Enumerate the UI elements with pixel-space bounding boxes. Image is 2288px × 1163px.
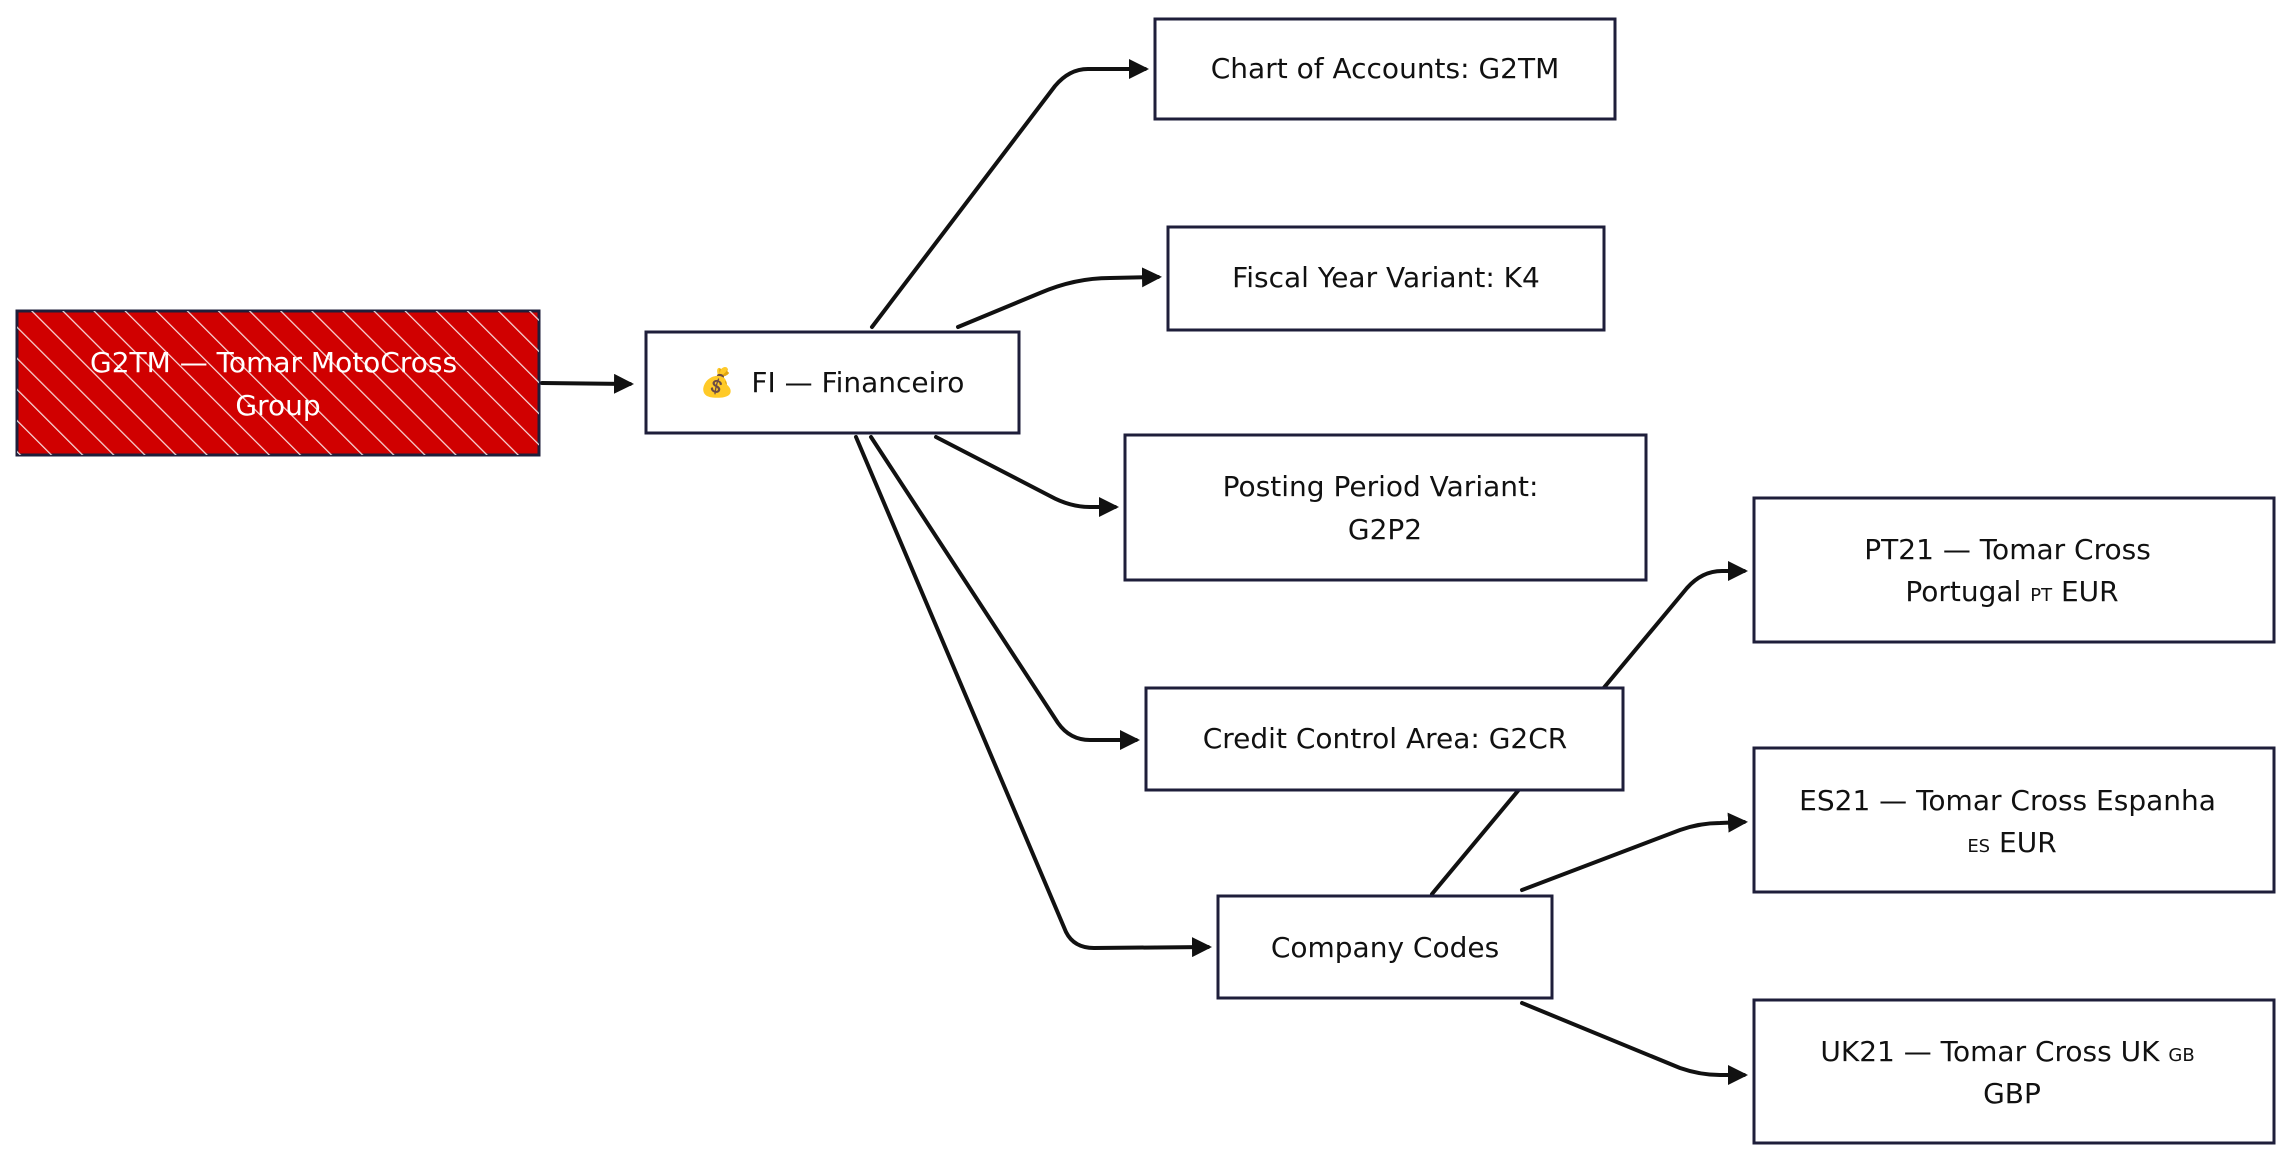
- es21-node-line2: ES EUR: [1967, 826, 2056, 859]
- edge-fi-cca: [869, 435, 1140, 750]
- root-node-line2: Group: [235, 389, 320, 422]
- coa-node-label: Chart of Accounts: G2TM: [1211, 52, 1559, 85]
- uk21-node-line1-pre: UK21 — Tomar Cross UK: [1820, 1035, 2168, 1068]
- edge-root-fi: [540, 373, 634, 394]
- edge-fi-fyv: [956, 267, 1162, 329]
- pt21-node-line2-post: EUR: [2052, 575, 2119, 608]
- fi-node-box: [644, 330, 1021, 435]
- uk21-node[interactable]: UK21 — Tomar Cross UK GB GBP: [1752, 998, 2276, 1145]
- pt21-node-line2: Portugal PT EUR: [1905, 575, 2118, 608]
- ppv-node-line1: Posting Period Variant:: [1223, 470, 1539, 503]
- fyv-node-box: [1166, 225, 1606, 332]
- edge-fi-cc: [854, 435, 1212, 958]
- uk21-node-line2: GBP: [1983, 1077, 2041, 1110]
- root-node[interactable]: G2TM — Tomar MotoCross Group: [15, 309, 541, 457]
- money-bag-icon: 💰: [700, 366, 735, 399]
- es21-node-line2-post: EUR: [1990, 826, 2057, 859]
- root-node-label: G2TM — Tomar MotoCross Group: [90, 346, 466, 422]
- es21-node-box: [1752, 746, 2276, 894]
- ppv-node[interactable]: Posting Period Variant: G2P2: [1123, 433, 1648, 582]
- coa-node-box: [1153, 17, 1617, 121]
- pt21-node-label: PT21 — Tomar Cross Portugal PT EUR: [1864, 533, 2159, 608]
- ppv-node-label: Posting Period Variant: G2P2: [1223, 470, 1548, 546]
- edge-fi-coa: [870, 59, 1149, 329]
- edge-cc-uk21: [1520, 1001, 1748, 1085]
- fyv-node-label: Fiscal Year Variant: K4: [1232, 261, 1540, 294]
- fi-node-label: 💰 FI — Financeiro: [700, 366, 965, 399]
- uk21-node-box: [1752, 998, 2276, 1145]
- ppv-node-line2: G2P2: [1348, 513, 1422, 546]
- fyv-node[interactable]: Fiscal Year Variant: K4: [1166, 225, 1606, 332]
- edge-cc-pt21: [1430, 561, 1748, 896]
- fi-node[interactable]: 💰 FI — Financeiro: [644, 330, 1021, 435]
- cc-node-box: [1216, 894, 1554, 1000]
- pt-flag-icon: PT: [2030, 585, 2053, 606]
- edge-cc-es21: [1520, 812, 1748, 892]
- gb-flag-icon: GB: [2168, 1045, 2194, 1066]
- cca-node-label: Credit Control Area: G2CR: [1203, 722, 1568, 755]
- coa-node[interactable]: Chart of Accounts: G2TM: [1153, 17, 1617, 121]
- uk21-node-label: UK21 — Tomar Cross UK GB GBP: [1820, 1035, 2203, 1110]
- ppv-node-box: [1123, 433, 1648, 582]
- es21-node-label: ES21 — Tomar Cross Espanha ES EUR: [1799, 784, 2225, 859]
- es21-node-line1: ES21 — Tomar Cross Espanha: [1799, 784, 2216, 817]
- pt21-node[interactable]: PT21 — Tomar Cross Portugal PT EUR: [1752, 496, 2276, 644]
- pt21-node-line1: PT21 — Tomar Cross: [1864, 533, 2151, 566]
- fi-node-text: FI — Financeiro: [751, 366, 964, 399]
- es21-node[interactable]: ES21 — Tomar Cross Espanha ES EUR: [1752, 746, 2276, 894]
- edge-fi-ppv: [934, 435, 1119, 517]
- pt21-node-line2-pre: Portugal: [1905, 575, 2030, 608]
- cc-node[interactable]: Company Codes: [1216, 894, 1554, 1000]
- cca-node[interactable]: Credit Control Area: G2CR: [1144, 686, 1625, 792]
- cca-node-box: [1144, 686, 1625, 792]
- edges: [540, 59, 1748, 1085]
- root-node-line1: G2TM — Tomar MotoCross: [90, 346, 457, 379]
- pt21-node-box: [1752, 496, 2276, 644]
- cc-node-label: Company Codes: [1271, 931, 1499, 964]
- uk21-node-line1: UK21 — Tomar Cross UK GB: [1820, 1035, 2194, 1068]
- es-flag-icon: ES: [1967, 836, 1990, 857]
- root-node-hatch: [17, 311, 539, 455]
